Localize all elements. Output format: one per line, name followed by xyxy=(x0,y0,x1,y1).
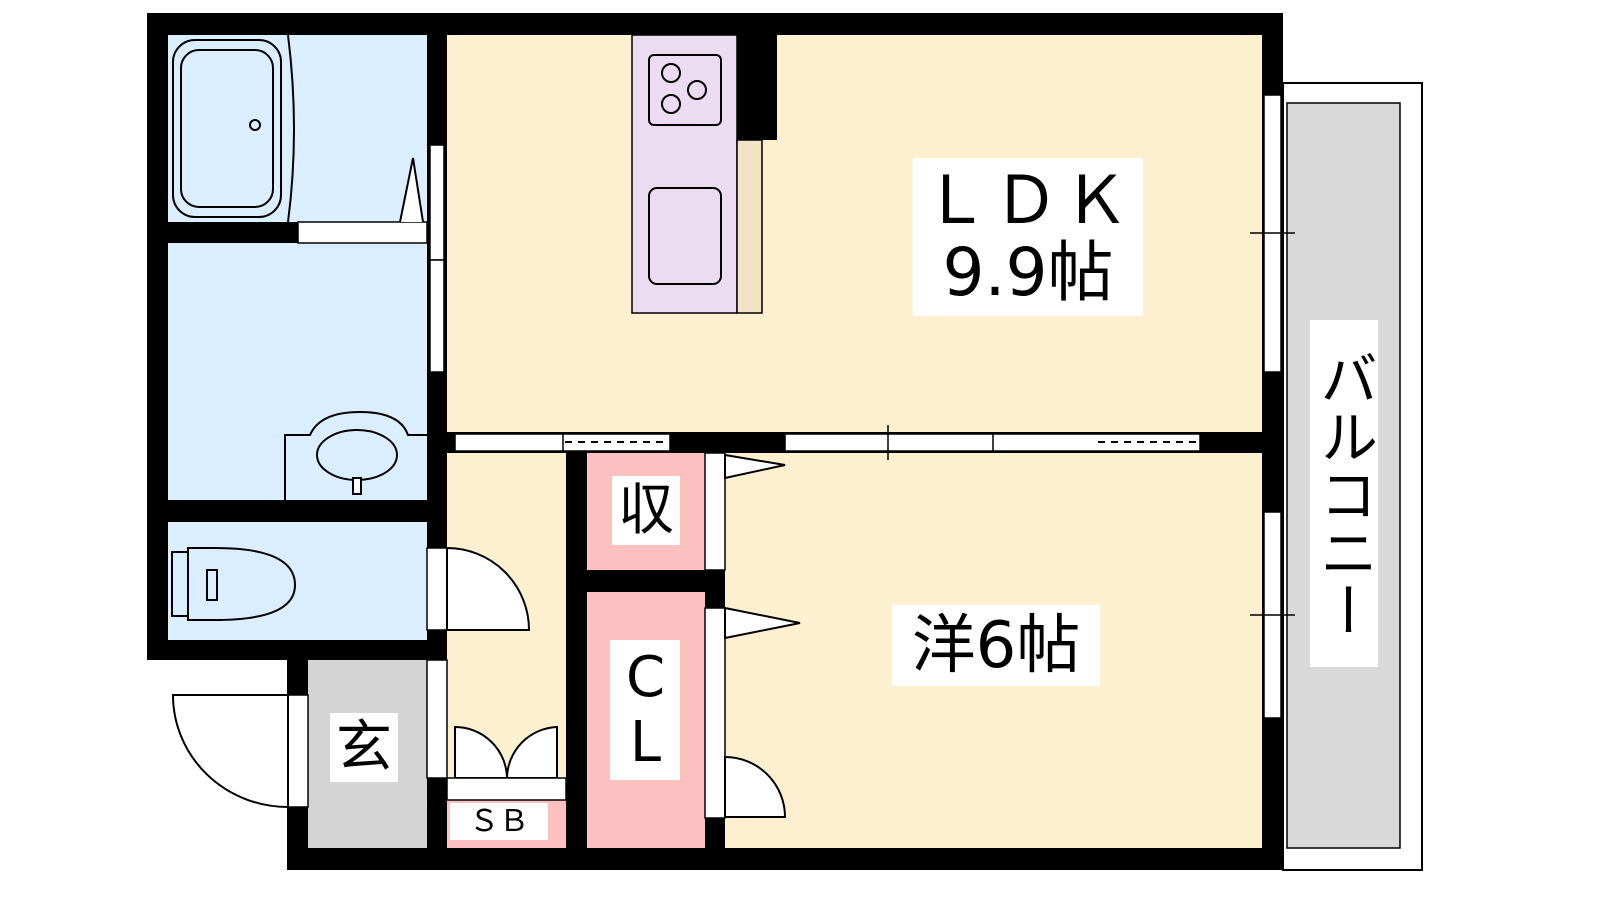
balcony-label: バルコニー xyxy=(1310,320,1378,667)
ldk-label: ＬＤＫ 9.9帖 xyxy=(913,158,1143,316)
western-room-label: 洋6帖 xyxy=(892,605,1100,686)
bathroom xyxy=(168,35,427,222)
room-door-swing xyxy=(724,755,787,818)
sink-icon xyxy=(648,187,722,285)
toilet-icon xyxy=(187,547,297,621)
bathtub-icon xyxy=(172,39,282,218)
kitchen-pillar xyxy=(737,35,777,140)
storage-label: 収 xyxy=(612,476,680,545)
closet-label: CL xyxy=(610,640,680,780)
kitchen-shelf xyxy=(736,139,763,314)
washroom xyxy=(168,243,427,500)
shoe-box-label: ＳＢ xyxy=(450,803,548,840)
washbasin-icon xyxy=(284,410,427,500)
ldk-size: 9.9帖 xyxy=(942,234,1114,311)
entrance-label: 玄 xyxy=(330,713,398,782)
ldk-name: ＬＤＫ xyxy=(923,162,1133,239)
toilet-door-swing xyxy=(446,546,531,631)
stove-icon xyxy=(648,54,722,126)
entrance-door-swing xyxy=(171,694,289,809)
